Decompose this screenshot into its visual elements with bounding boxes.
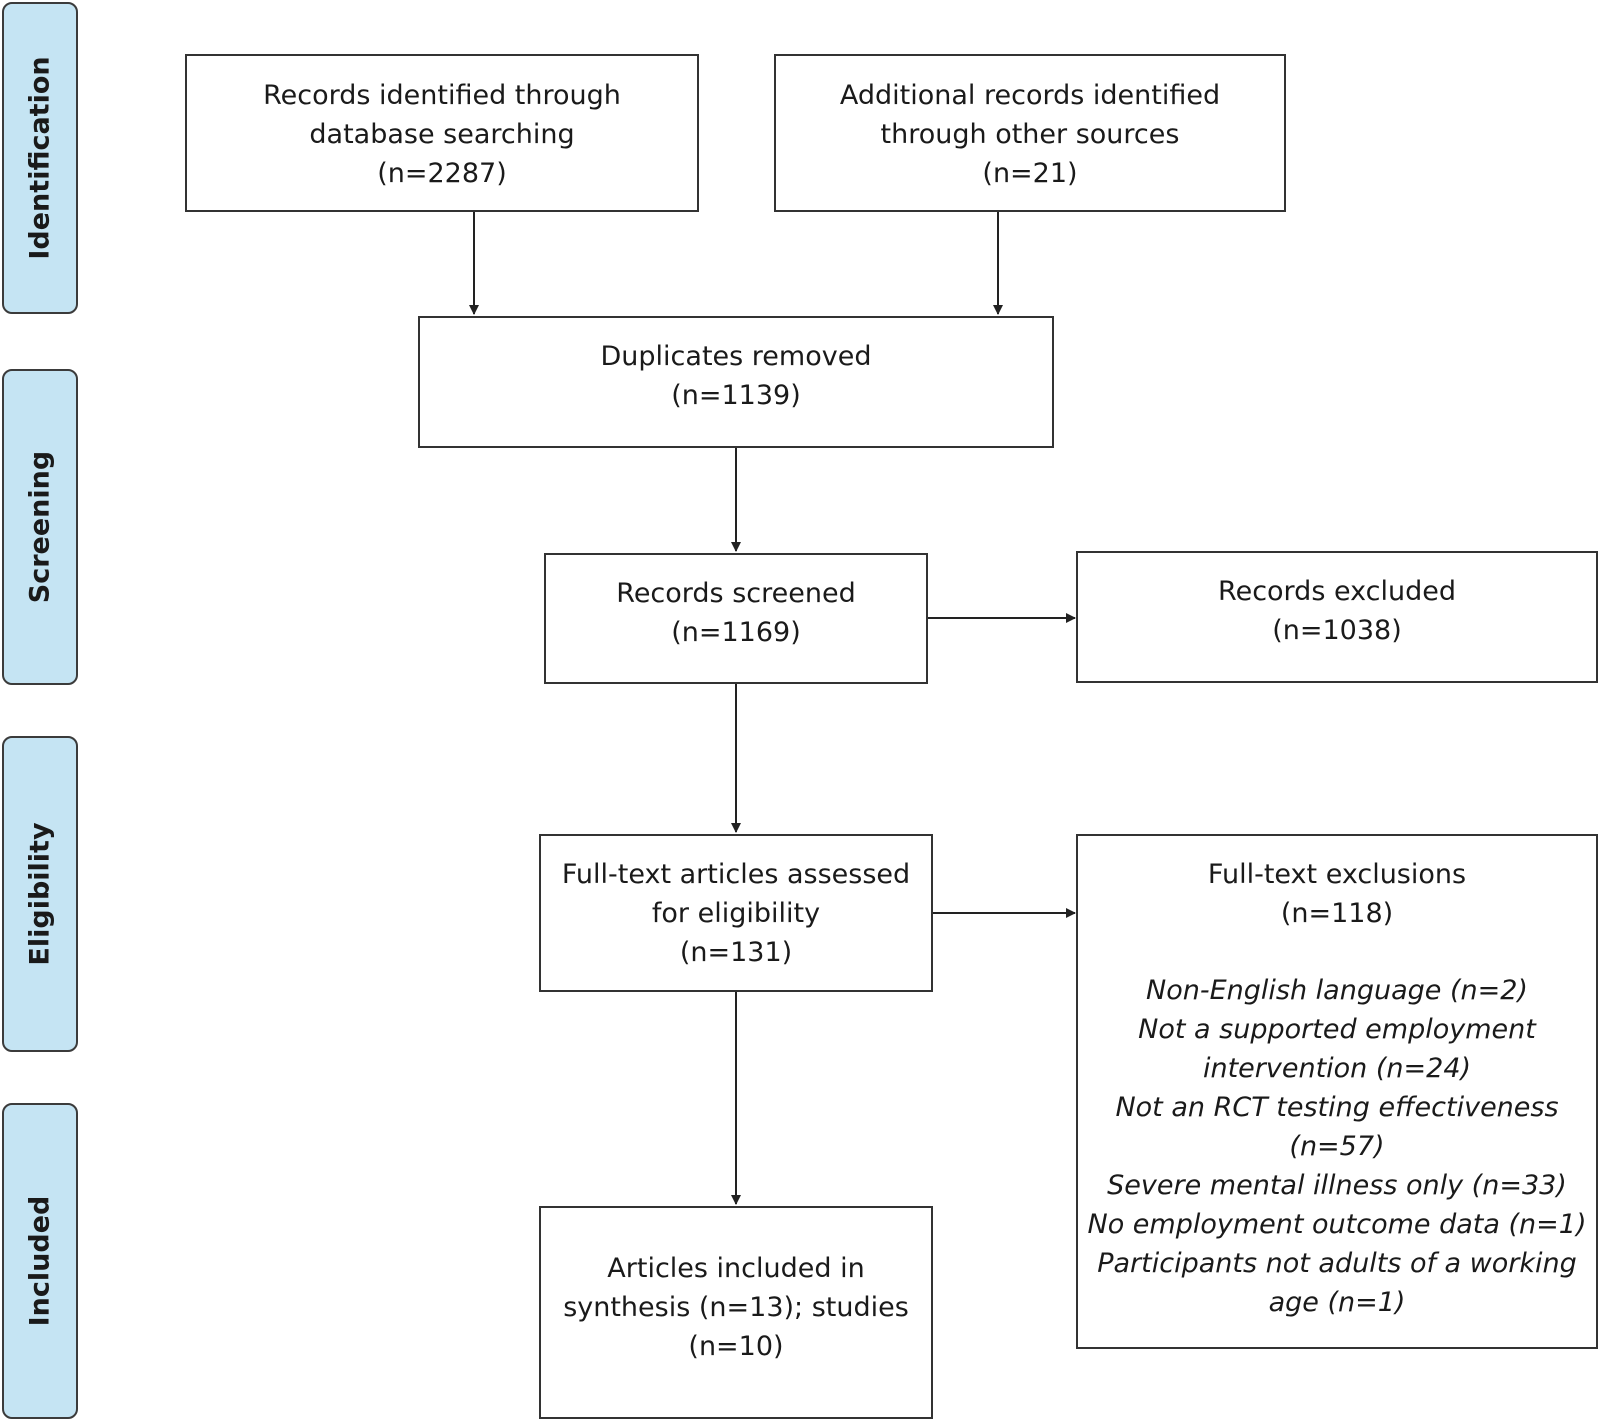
box-database-records: Records identified through database sear… (185, 54, 699, 212)
screened-line-2: (n=1169) (671, 617, 801, 648)
fulltext-line-3: (n=131) (679, 937, 793, 968)
box-fulltext-exclusions: Full-text exclusions (n=118) Non-English… (1076, 834, 1598, 1349)
box-duplicates-removed: Duplicates removed (n=1139) (418, 316, 1054, 448)
exclusion-reason: No employment outcome data (n=1) (1087, 1209, 1587, 1240)
exclusion-reason: (n=57) (1289, 1131, 1385, 1162)
included-line-2: synthesis (n=13); studies (563, 1292, 909, 1323)
excluded-line-2: (n=1038) (1272, 615, 1402, 646)
duplicates-line-1: Duplicates removed (600, 341, 872, 372)
box-other-sources: Additional records identified through ot… (774, 54, 1286, 212)
exclusions-line-1: Full-text exclusions (1207, 859, 1467, 890)
exclusion-reason: Not a supported employment (1138, 1014, 1536, 1045)
other-line-2: through other sources (880, 119, 1180, 150)
box-articles-included: Articles included in synthesis (n=13); s… (539, 1206, 933, 1419)
stage-included: Included (2, 1103, 78, 1419)
database-line-1: Records identified through (263, 80, 621, 111)
box-records-excluded: Records excluded (n=1038) (1076, 551, 1598, 683)
exclusion-reason: age (n=1) (1268, 1287, 1406, 1318)
exclusion-reason: Not an RCT testing effectiveness (1115, 1092, 1559, 1123)
excluded-line-1: Records excluded (1218, 576, 1456, 607)
database-line-3: (n=2287) (377, 158, 507, 189)
included-line-1: Articles included in (607, 1253, 865, 1284)
box-records-screened: Records screened (n=1169) (544, 553, 928, 684)
stage-identification: Identification (2, 2, 78, 314)
included-line-3: (n=10) (688, 1331, 784, 1362)
exclusion-reason: Severe mental illness only (n=33) (1107, 1170, 1567, 1201)
database-line-2: database searching (309, 119, 575, 150)
other-line-3: (n=21) (982, 158, 1078, 189)
screened-line-1: Records screened (616, 578, 856, 609)
fulltext-line-2: for eligibility (651, 898, 821, 929)
duplicates-line-2: (n=1139) (671, 380, 801, 411)
exclusion-reason: Non-English language (n=2) (1146, 975, 1528, 1006)
fulltext-line-1: Full-text articles assessed (561, 859, 911, 890)
exclusions-line-2: (n=118) (1280, 898, 1394, 929)
stage-screening: Screening (2, 369, 78, 685)
box-fulltext-assessed: Full-text articles assessed for eligibil… (539, 834, 933, 992)
exclusion-reason: intervention (n=24) (1202, 1053, 1472, 1084)
other-line-1: Additional records identified (839, 80, 1221, 111)
exclusion-reason: Participants not adults of a working (1097, 1248, 1577, 1279)
stage-eligibility: Eligibility (2, 736, 78, 1052)
